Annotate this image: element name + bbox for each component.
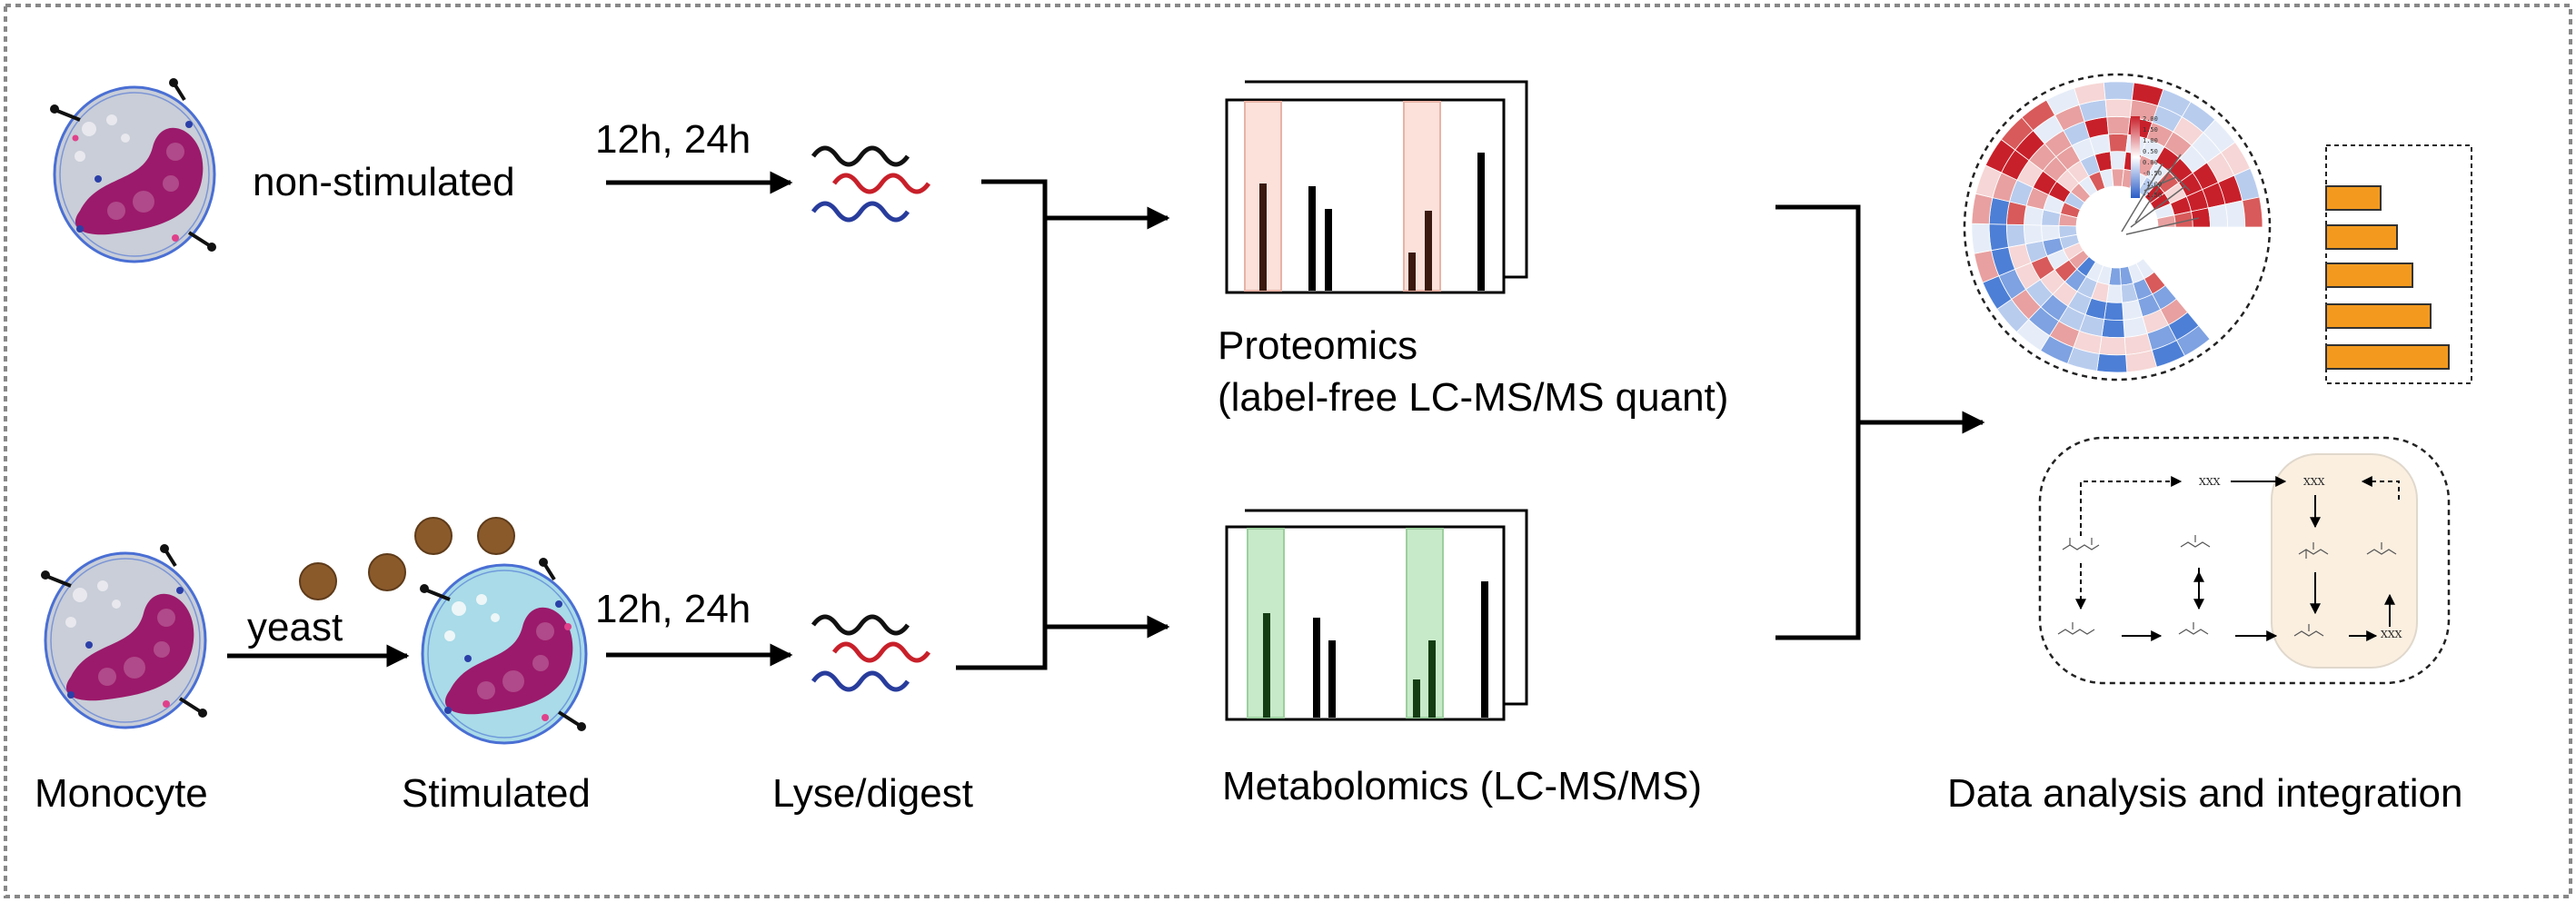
text-labels: non-stimulated 12h, 24h yeast 12h, 24h M… bbox=[35, 117, 2462, 816]
svg-text:0.00: 0.00 bbox=[2143, 159, 2158, 166]
svg-text:2.00: 2.00 bbox=[2143, 115, 2158, 123]
peptide-wave-icon bbox=[811, 145, 931, 223]
heatmap-cell bbox=[1972, 223, 1992, 254]
proteomics-title: Proteomics bbox=[1218, 323, 1417, 368]
heatmap-cell bbox=[2242, 196, 2263, 228]
lyse-digest-label: Lyse/digest bbox=[772, 771, 973, 816]
heatmap-cell bbox=[2106, 115, 2131, 135]
svg-text:-1.00: -1.00 bbox=[2143, 181, 2162, 188]
monocyte-label: Monocyte bbox=[35, 771, 208, 816]
pathway-label: XXX bbox=[2303, 476, 2325, 488]
spectrum-icon bbox=[1225, 509, 1528, 721]
heatmap-cell bbox=[2108, 134, 2129, 153]
stimulated-cell-icon bbox=[420, 558, 588, 745]
heatmap-cell bbox=[1988, 197, 2011, 225]
data-analysis-label: Data analysis and integration bbox=[1947, 771, 2462, 816]
heatmap-cell bbox=[2224, 200, 2246, 228]
pathway-label: XXX bbox=[2199, 476, 2221, 488]
outer-frame bbox=[4, 4, 2572, 898]
heatmap-cell bbox=[2191, 207, 2211, 228]
bar-chart-icon bbox=[2325, 144, 2472, 384]
heatmap-cell bbox=[2024, 224, 2044, 245]
metabolomics-label: Metabolomics (LC-MS/MS) bbox=[1222, 764, 1702, 808]
proteomics-subtitle: (label-free LC-MS/MS quant) bbox=[1218, 375, 1728, 420]
heatmap-cell bbox=[2101, 319, 2125, 339]
monocyte-cell-icon bbox=[50, 78, 216, 263]
stimulated-label: Stimulated bbox=[402, 771, 591, 816]
heatmap-cell bbox=[2109, 151, 2127, 170]
svg-text:0.50: 0.50 bbox=[2143, 148, 2158, 155]
non-stimulated-label: non-stimulated bbox=[253, 160, 515, 204]
heatmap-cell bbox=[2041, 224, 2061, 242]
heatmap-cell bbox=[2103, 82, 2134, 101]
pathway-network-icon: XXX XXX XXX bbox=[2038, 436, 2451, 685]
heatmap-cell bbox=[2098, 336, 2126, 356]
peptide-wave-icon bbox=[811, 614, 931, 692]
svg-text:1.00: 1.00 bbox=[2143, 137, 2158, 144]
svg-text:-0.50: -0.50 bbox=[2143, 170, 2162, 177]
yeast-label: yeast bbox=[247, 605, 343, 649]
time-label-top: 12h, 24h bbox=[595, 117, 751, 162]
time-label-bottom: 12h, 24h bbox=[595, 587, 751, 631]
svg-text:1.50: 1.50 bbox=[2143, 126, 2158, 134]
heatmap-cell bbox=[2207, 203, 2229, 228]
heatmap-cell bbox=[1988, 223, 2009, 252]
spectrum-icon bbox=[1225, 80, 1528, 294]
circular-heatmap-icon: 2.00 1.50 1.00 0.50 0.00 -0.50 -1.00 -1.50 bbox=[1963, 73, 2272, 382]
pathway-label: XXX bbox=[2381, 629, 2402, 640]
monocyte-cell-icon bbox=[41, 544, 207, 729]
svg-text:-1.50: -1.50 bbox=[2143, 192, 2162, 199]
yeast-particle-icon bbox=[299, 517, 515, 600]
heatmap-cell bbox=[1972, 193, 1994, 225]
heatmap-cell bbox=[2005, 223, 2026, 248]
heatmap-cell bbox=[2096, 353, 2128, 372]
heatmap-cell bbox=[2104, 302, 2124, 321]
heatmap-cell bbox=[2104, 98, 2133, 118]
flow-arrows bbox=[227, 171, 1985, 670]
